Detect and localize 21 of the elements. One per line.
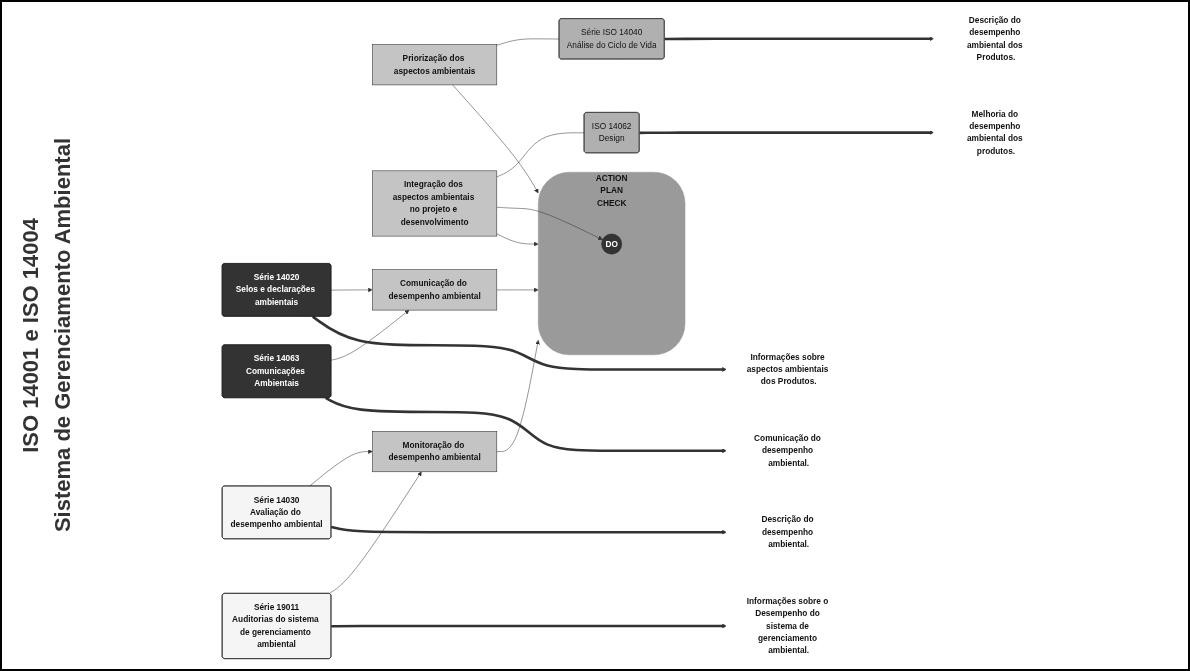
node-box: Comunicação do desempenho ambiental	[372, 269, 497, 311]
connector	[496, 132, 585, 178]
arrow	[324, 396, 727, 454]
arrow	[331, 623, 727, 629]
arrow	[311, 315, 727, 372]
node-box: Priorização dos aspectos ambientais	[372, 44, 497, 86]
node-box: Integração dos aspectos ambientais no projeto e desenvolvimento	[372, 170, 497, 237]
node-circle: DO	[601, 233, 622, 255]
node-box: Monitoração do desempenho ambiental	[372, 431, 497, 473]
node-text: Descrição do desempenho ambiental.	[761, 515, 814, 549]
vertical-label: ISO 14001 e ISO 14004	[18, 218, 44, 453]
node-text: Descrição do desempenho ambiental dos Produtos.	[966, 15, 1023, 62]
arrow	[330, 525, 727, 535]
vertical-label: Sistema de Gerenciamento Ambiental	[50, 138, 76, 533]
arrow	[639, 130, 934, 135]
node-text: Informações sobre o Desempenho do sistema de gerenciamento ambiental.	[746, 596, 829, 655]
node-text: Melhoria do desempenho ambiental dos produtos.	[966, 109, 1023, 156]
connector	[496, 38, 560, 46]
node-text: Informações sobre aspectos ambientais dos Produtos.	[746, 352, 829, 387]
arrow	[664, 36, 934, 42]
node-text: Comunicação do desempenho ambiental.	[753, 433, 821, 468]
